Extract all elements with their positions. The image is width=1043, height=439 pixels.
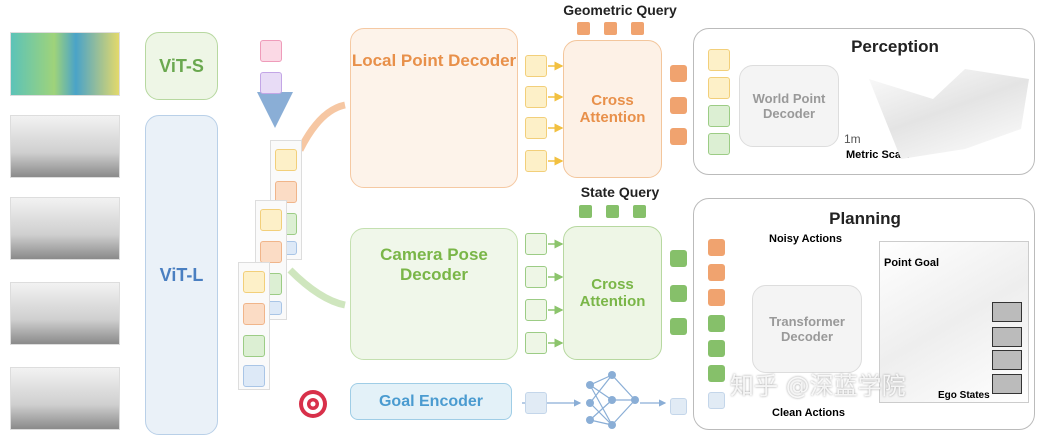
planning-title: Planning bbox=[829, 209, 901, 228]
world-point-decoder: World Point Decoder bbox=[739, 65, 839, 147]
transformer-decoder: Transformer Decoder bbox=[752, 285, 862, 373]
local-point-decoder: Local Point Decoder bbox=[350, 28, 518, 188]
target-icon bbox=[299, 390, 327, 418]
input-image bbox=[10, 367, 120, 430]
input-image bbox=[10, 115, 120, 178]
point-cloud-image bbox=[869, 69, 1029, 159]
perception-title: Perception bbox=[851, 37, 939, 56]
camera-pose-decoder: Camera Pose Decoder bbox=[350, 228, 518, 360]
planning-panel: Planning Noisy Actions Transformer Decod… bbox=[693, 198, 1035, 430]
navigation-scene: Point Goal Ego States bbox=[879, 241, 1029, 403]
geometric-query-label: Geometric Query bbox=[563, 2, 677, 18]
noisy-actions-label: Noisy Actions bbox=[769, 233, 842, 245]
watermark: 知乎 @深蓝学院 bbox=[730, 372, 906, 400]
token bbox=[260, 40, 282, 62]
clean-actions-label: Clean Actions bbox=[772, 407, 845, 419]
cross-attention-perception: Cross Attention bbox=[563, 40, 662, 178]
scale-value: 1m bbox=[844, 132, 861, 146]
input-image bbox=[10, 197, 120, 260]
depth-image bbox=[10, 32, 120, 96]
token-stack bbox=[238, 262, 270, 390]
vit-s-encoder: ViT-S bbox=[145, 32, 218, 100]
token-stack bbox=[255, 200, 287, 320]
input-image bbox=[10, 282, 120, 345]
ego-states-label: Ego States bbox=[938, 390, 990, 401]
perception-panel: Perception World Point Decoder 1m Metric… bbox=[693, 28, 1035, 175]
state-query-label: State Query bbox=[580, 184, 660, 200]
token bbox=[260, 72, 282, 94]
metric-scale-label: Metric Scale bbox=[846, 149, 911, 161]
vit-l-encoder: ViT-L bbox=[145, 115, 218, 435]
cross-attention-planning: Cross Attention bbox=[563, 226, 662, 360]
point-goal-label: Point Goal bbox=[884, 257, 939, 269]
goal-encoder: Goal Encoder bbox=[350, 383, 512, 420]
